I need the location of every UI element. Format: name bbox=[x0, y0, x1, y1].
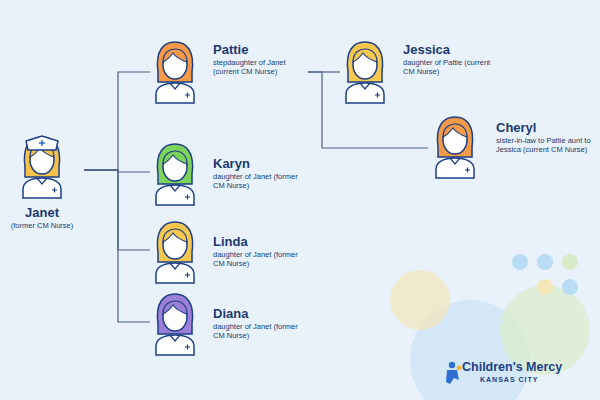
person-role: stepdaughter of Janet (current CM Nurse) bbox=[213, 58, 308, 76]
person-name: Cheryl bbox=[496, 120, 594, 135]
family-connector bbox=[84, 170, 150, 250]
person-role: daughter of Janet (former CM Nurse) bbox=[213, 250, 310, 268]
person-node: Lindadaughter of Janet (former CM Nurse) bbox=[150, 218, 310, 288]
family-connector bbox=[308, 72, 428, 148]
person-node: Janet(former CM Nurse) bbox=[0, 135, 84, 230]
logo-text: Children's Mercy bbox=[462, 360, 562, 374]
person-name: Linda bbox=[213, 234, 310, 249]
family-connector bbox=[84, 72, 150, 170]
person-name: Karyn bbox=[213, 156, 310, 171]
person-node: Karyndaughter of Janet (former CM Nurse) bbox=[150, 140, 310, 210]
person-role: daughter of Janet (former CM Nurse) bbox=[213, 172, 310, 190]
person-node: Jessicadaughter of Pattie (current CM Nu… bbox=[340, 38, 492, 108]
person-name: Jessica bbox=[403, 42, 492, 57]
person-role: sister-in-law to Pattie aunt to Jessica … bbox=[496, 136, 594, 154]
person-node: Cherylsister-in-law to Pattie aunt to Je… bbox=[428, 112, 594, 182]
person-role: daughter of Janet (former CM Nurse) bbox=[213, 322, 310, 340]
person-name: Janet bbox=[0, 205, 84, 220]
person-node: Pattiestepdaughter of Janet (current CM … bbox=[150, 38, 308, 108]
person-role: (former CM Nurse) bbox=[0, 221, 84, 230]
logo-text: KANSAS CITY bbox=[480, 376, 538, 383]
person-name: Pattie bbox=[213, 42, 308, 57]
family-connector bbox=[84, 170, 150, 322]
person-node: Dianadaughter of Janet (former CM Nurse) bbox=[150, 290, 310, 360]
person-name: Diana bbox=[213, 306, 310, 321]
person-role: daughter of Pattie (current CM Nurse) bbox=[403, 58, 492, 76]
